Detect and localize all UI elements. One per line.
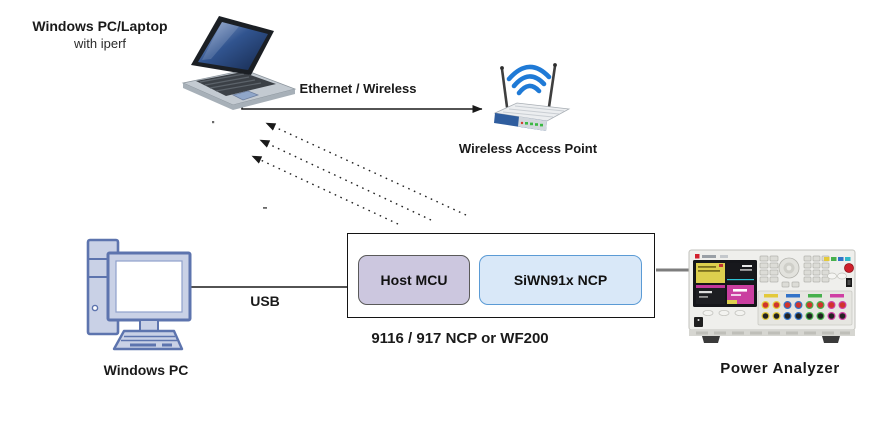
wifi-dotted-arrow-1 bbox=[265, 122, 467, 216]
usb-link-label: USB bbox=[250, 293, 280, 309]
speck-2 bbox=[263, 207, 267, 209]
siwn91x-ncp-block: SiWN91x NCP bbox=[479, 255, 642, 305]
desktop-pc-icon bbox=[86, 238, 192, 351]
dut-caption: 9116 / 917 NCP or WF200 bbox=[371, 330, 549, 347]
power-analyzer-label: Power Analyzer bbox=[720, 360, 840, 377]
power-analyzer-icon bbox=[688, 249, 856, 343]
wifi-dotted-arrow-2 bbox=[259, 139, 432, 221]
title-block: Windows PC/Laptop with iperf bbox=[22, 18, 178, 52]
access-point-label: Wireless Access Point bbox=[458, 141, 598, 156]
pc-laptop-subtitle: with iperf bbox=[73, 35, 127, 51]
windows-pc-label: Windows PC bbox=[103, 362, 189, 378]
dut-box: Host MCU SiWN91x NCP bbox=[347, 233, 655, 318]
wireless-access-point-icon bbox=[493, 63, 571, 131]
laptop-icon bbox=[181, 16, 297, 110]
wifi-dotted-arrow-3 bbox=[251, 155, 399, 225]
host-mcu-block: Host MCU bbox=[358, 255, 470, 305]
pc-laptop-title: Windows PC/Laptop bbox=[32, 18, 168, 34]
ethernet-link-label: Ethernet / Wireless bbox=[299, 81, 417, 96]
speck-1 bbox=[212, 121, 215, 124]
